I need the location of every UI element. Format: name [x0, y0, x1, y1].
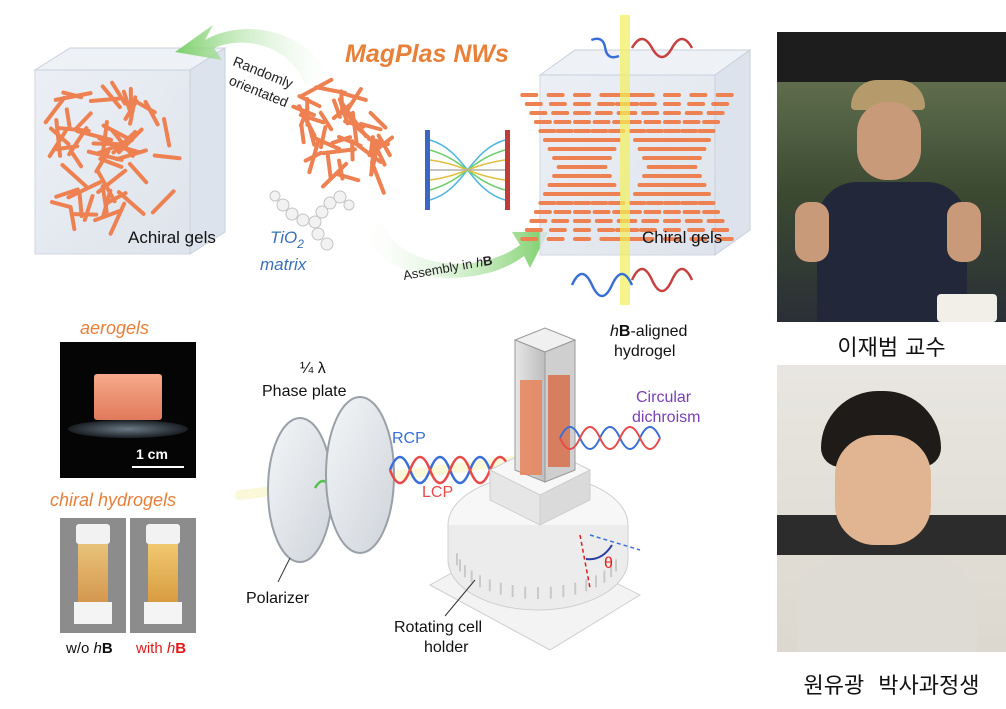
with-field-label: with hB [136, 640, 187, 657]
tio2-label: TiO2 [270, 228, 304, 251]
polarizer-disc [267, 417, 333, 563]
aerogels-title: aerogels [80, 318, 150, 338]
professor-photo [777, 32, 1006, 322]
assembly-schematic: MagPlas NWs Randomly orientated Achiral … [33, 15, 752, 305]
chiral-gel-box [520, 15, 752, 305]
scale-bar [132, 466, 184, 468]
hydrogel-label: hB-aligned hydrogel [610, 323, 688, 360]
incident-waves [570, 37, 694, 298]
chiral-gels-label: Chiral gels [642, 228, 722, 247]
achiral-gels-label: Achiral gels [128, 228, 216, 247]
student-photo [777, 365, 1006, 652]
aerogel-photo: 1 cm [60, 342, 196, 478]
circular-dichroism-setup [235, 327, 661, 651]
polarizer-label: Polarizer [246, 590, 310, 607]
magplas-title: MagPlas NWs [345, 40, 509, 68]
lcp-label: LCP [422, 484, 454, 501]
professor-caption: 이재범 교수 [837, 336, 946, 361]
without-field-label: w/o hB [66, 640, 113, 657]
chiral-hydrogels-title: chiral hydrogels [50, 490, 177, 510]
rcp-label: RCP [392, 430, 426, 447]
matrix-label: matrix [260, 255, 307, 274]
cuvette [513, 327, 577, 483]
phase-plate-fraction: ¼ λ [300, 360, 326, 377]
top-curved-arrow [175, 25, 330, 85]
rotating-holder [428, 444, 642, 651]
theta-label: θ [604, 555, 613, 572]
hydrogel-photo-with-field [130, 518, 196, 633]
phase-plate-label: Phase plate [262, 383, 347, 400]
phase-plate-disc [325, 396, 395, 554]
magnet-field-icon [425, 130, 510, 210]
hydrogel-photo-without-field [60, 518, 126, 633]
scale-bar-label: 1 cm [136, 446, 168, 462]
tio2-beads [269, 190, 355, 251]
student-caption: 원유광 박사과정생 [803, 674, 980, 699]
nanowire-cluster [291, 77, 395, 195]
bottom-curved-arrow [365, 222, 548, 278]
achiral-gel-box [33, 47, 227, 255]
